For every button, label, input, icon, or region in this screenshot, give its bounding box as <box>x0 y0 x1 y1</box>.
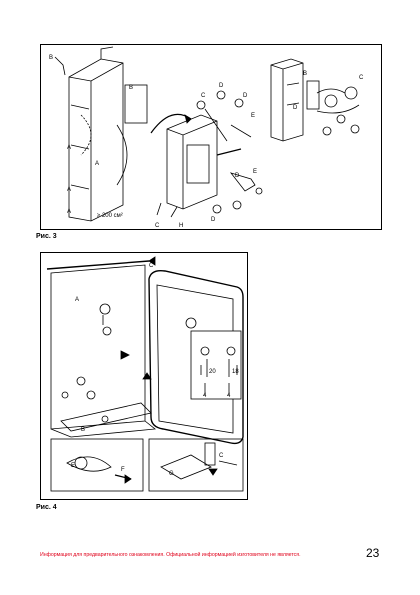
figure-3-illustration: B A B A A A C D D E D E D C H D C B ≥ 20… <box>40 44 382 230</box>
fig3-dimension: ≥ 200 см² <box>97 213 123 219</box>
fig3-label-b3: B <box>303 71 307 77</box>
fig3-label-h: H <box>179 223 183 229</box>
fig3-label-d5: D <box>293 105 298 111</box>
fig4-label-b: B <box>81 427 85 433</box>
figure-4-illustration: C A B E F G C 20 18 4 4 <box>40 252 248 500</box>
fig3-label-e2: E <box>253 169 257 175</box>
fig3-label-c2: C <box>155 223 160 229</box>
fig4-label-e: E <box>71 463 75 469</box>
fig3-label-b2: B <box>129 85 133 91</box>
figure-4-drawing: C A B E F G C 20 18 4 4 <box>46 256 244 492</box>
fig3-label-a4: A <box>95 161 99 167</box>
fig4-label-f: F <box>121 467 125 473</box>
fig3-label-b1: B <box>49 55 53 61</box>
fig3-label-c1: C <box>201 93 206 99</box>
fig4-label-a: A <box>75 297 79 303</box>
fig4-dimension-right: 18 <box>232 369 239 375</box>
fig3-label-a2: A <box>67 187 71 193</box>
fig3-label-e1: E <box>251 113 255 119</box>
figure-4-caption: Рис. 4 <box>36 504 57 511</box>
fig4-label-c2: C <box>219 453 224 459</box>
figure-3-drawing: B A B A A A C D D E D E D C H D C B ≥ 20… <box>49 46 364 229</box>
preliminary-info-notice: Информация для предварительного ознакомл… <box>40 552 301 558</box>
fig3-label-a1: A <box>67 145 71 151</box>
fig3-label-c3: C <box>359 75 364 81</box>
fig3-label-a3: A <box>67 209 71 215</box>
fig4-dimension-bottom-right: 4 <box>227 393 231 399</box>
fig3-label-d3: D <box>235 173 240 179</box>
figure-3-caption: Рис. 3 <box>36 233 57 240</box>
fig4-dimension-left: 20 <box>209 369 216 375</box>
fig4-label-g: G <box>169 471 174 477</box>
fig3-label-d1: D <box>219 83 224 89</box>
fig4-dimension-bottom-left: 4 <box>203 393 207 399</box>
fig3-label-d4: D <box>211 217 216 223</box>
fig3-label-d2: D <box>243 93 248 99</box>
page-number: 23 <box>366 546 380 560</box>
fig4-label-c1: C <box>149 263 154 269</box>
